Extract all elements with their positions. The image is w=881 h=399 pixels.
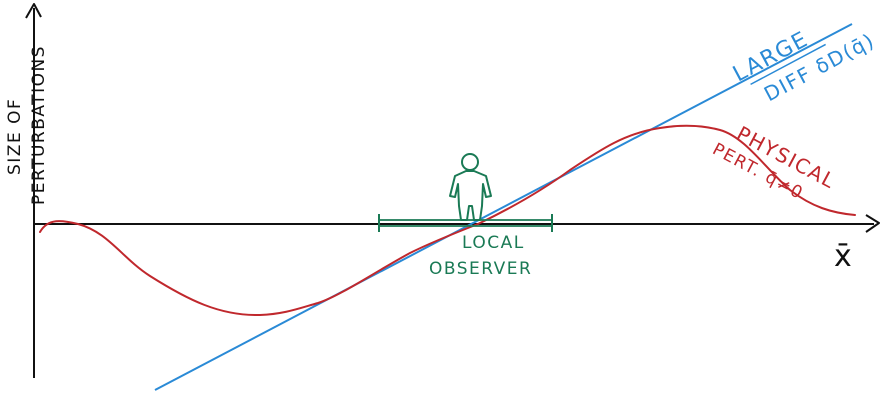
observer-figure-icon (449, 153, 492, 221)
x-axis (34, 214, 880, 233)
physical-perturbation-curve (39, 124, 856, 317)
physical-label: PHYSICAL PERT. q̄≠0 (709, 121, 840, 204)
y-axis-label: SIZE OF PERTURBATIONS (5, 45, 49, 205)
large-diff-line (154, 23, 853, 391)
observer-label-line2: OBSERVER (429, 259, 532, 279)
large-diff-label: LARGE DIFF δD(q̄) (729, 27, 879, 106)
y-axis-label-line1: SIZE OF (5, 98, 25, 175)
y-axis (25, 3, 42, 378)
x-axis-label: x̄ (834, 239, 853, 274)
observer-label-line1: LOCAL (462, 233, 525, 253)
y-axis-label-line2: PERTURBATIONS (29, 45, 49, 205)
